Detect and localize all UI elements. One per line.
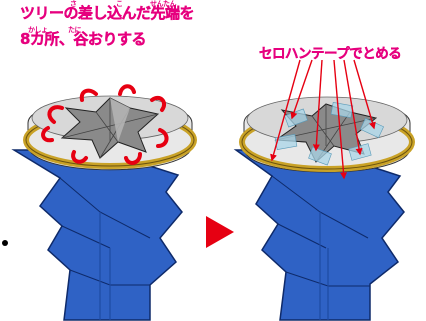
right-tree [233,149,405,321]
left-tree [11,149,183,321]
left-instruction-line1: さ こ せんたん ツリーの差し込んだ先端を [20,0,195,23]
left-instruction: さ こ せんたん ツリーの差し込んだ先端を かしょ たに 8カ所、谷おりする [20,0,195,49]
left-instruction-text2: 8カ所、谷おりする [20,30,147,48]
right-instruction: セロハンテープでとめる [259,46,402,62]
tape-pointers [270,59,376,180]
left-instruction-line2: かしょ たに 8カ所、谷おりする [20,26,194,49]
left-fold-arrows [41,84,169,165]
furigana-tani: たに [68,26,82,34]
left-star [60,97,160,159]
furigana-ko: こ [116,0,123,8]
next-step-arrow [206,216,234,248]
furigana-sa: さ [70,0,77,8]
dot-marker [2,240,8,246]
furigana-sentan: せんたん [150,0,177,8]
left-instruction-text1: ツリーの差し込んだ先端を [20,4,195,22]
furigana-kasho: かしょ [28,26,48,34]
